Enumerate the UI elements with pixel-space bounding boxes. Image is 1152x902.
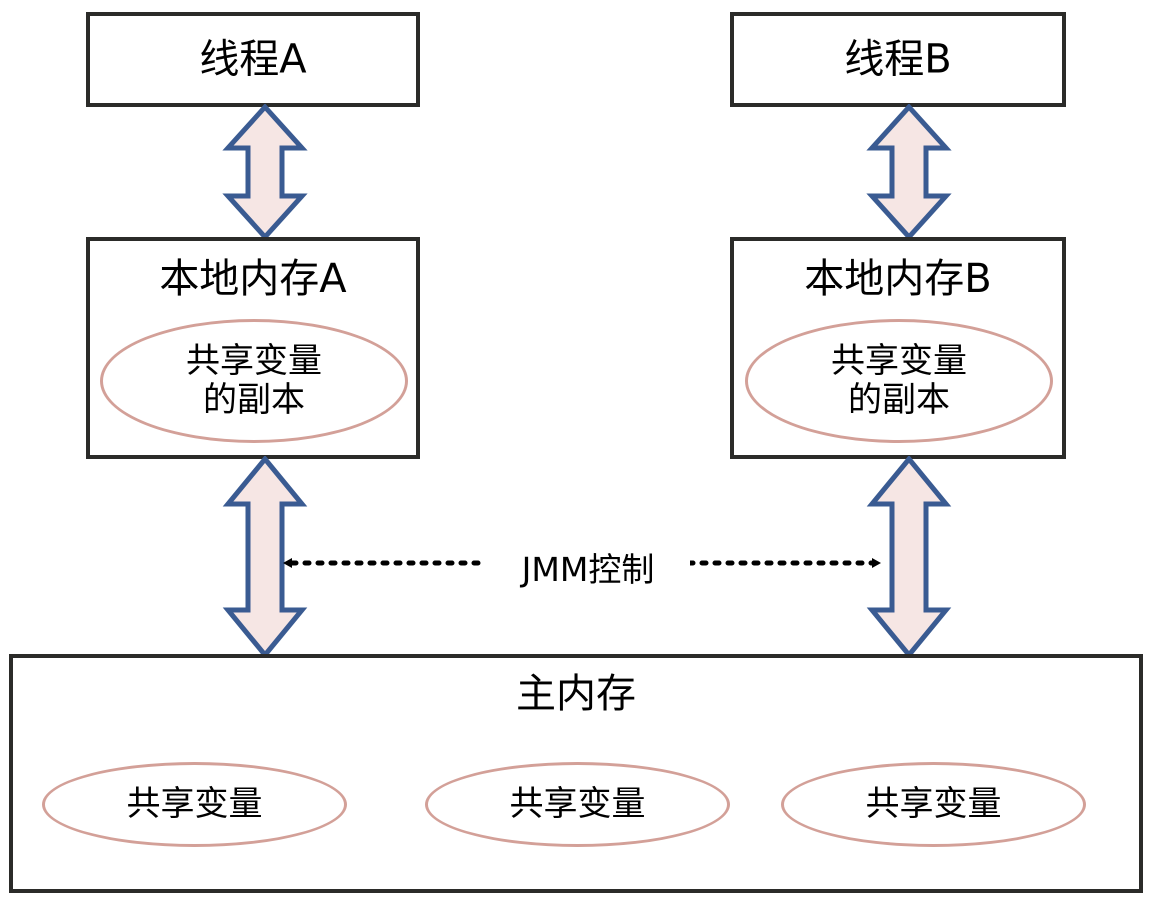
- local-memory-b-variable-ellipse[interactable]: 共享变量 的副本: [745, 319, 1053, 443]
- thread-a-box[interactable]: 线程A: [86, 12, 420, 107]
- jmm-control-dotted-arrow-icon: [283, 558, 881, 568]
- main-memory-box[interactable]: 主内存 共享变量 共享变量 共享变量: [9, 654, 1143, 893]
- main-memory-variable-3-ellipse[interactable]: 共享变量: [781, 762, 1086, 847]
- local-memory-b-variable-label: 共享变量 的副本: [831, 340, 967, 420]
- thread-b-label: 线程B: [844, 36, 952, 83]
- local-memory-a-box[interactable]: 本地内存A 共享变量 的副本: [86, 237, 420, 459]
- main-memory-variable-2-label: 共享变量: [509, 783, 646, 824]
- local-memory-a-variable-ellipse[interactable]: 共享变量 的副本: [100, 319, 408, 443]
- jmm-control-label: JMM控制: [486, 543, 690, 591]
- main-memory-label: 主内存: [516, 671, 636, 717]
- local-memory-a-variable-label: 共享变量 的副本: [186, 340, 322, 420]
- main-memory-variable-3-label: 共享变量: [865, 783, 1002, 824]
- main-memory-variable-2-ellipse[interactable]: 共享变量: [425, 762, 730, 847]
- thread-a-label: 线程A: [199, 36, 307, 83]
- arrow-thread-a-local-a-icon: [222, 104, 308, 240]
- main-memory-variable-1-ellipse[interactable]: 共享变量: [42, 762, 347, 847]
- local-memory-b-label: 本地内存B: [804, 256, 992, 302]
- local-memory-a-label: 本地内存A: [159, 256, 347, 302]
- thread-b-box[interactable]: 线程B: [730, 12, 1066, 107]
- arrow-thread-b-local-b-icon: [866, 104, 952, 240]
- main-memory-variable-1-label: 共享变量: [126, 783, 263, 824]
- local-memory-b-box[interactable]: 本地内存B 共享变量 的副本: [730, 237, 1066, 459]
